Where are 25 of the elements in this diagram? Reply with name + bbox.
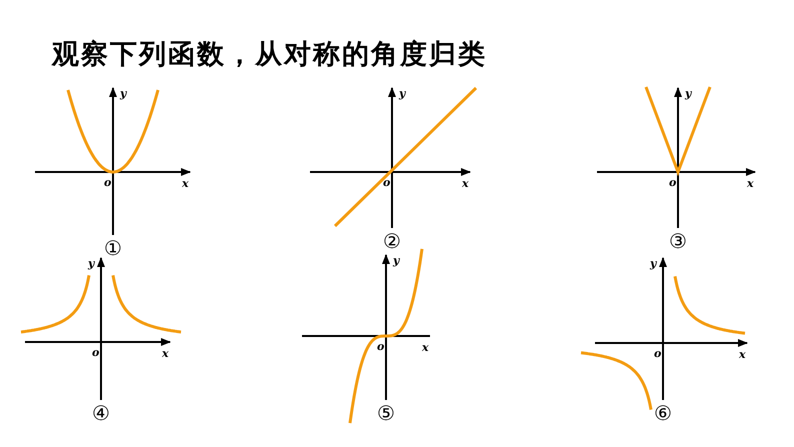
axis-label: x [422, 342, 429, 353]
axis-label: x [182, 178, 189, 189]
origin-label: o [654, 348, 662, 359]
axis-label: x [462, 178, 469, 189]
axis-label: y [393, 255, 400, 266]
axis-label: y [399, 88, 406, 99]
figure-number: ④ [92, 403, 110, 423]
axis-label: x [162, 348, 169, 359]
origin-label: o [669, 177, 676, 188]
origin-label: o [92, 347, 100, 358]
axis-label: y [685, 88, 692, 99]
origin-label: o [377, 341, 384, 352]
origin-label: o [104, 177, 112, 188]
title: 观察下列函数，从对称的角度归类 [52, 38, 487, 72]
figure-number: ⑤ [377, 403, 395, 423]
figure-number: ⑥ [654, 403, 672, 423]
axis-label: y [120, 88, 126, 99]
axis-label: x [739, 349, 746, 360]
figure-number: ③ [669, 231, 687, 251]
origin-label: o [383, 177, 390, 188]
figure-number: ① [104, 238, 122, 258]
axis-label: y [88, 258, 94, 269]
axis-label: x [747, 178, 754, 189]
axis-label: y [650, 258, 656, 269]
figure-number: ② [383, 231, 401, 251]
